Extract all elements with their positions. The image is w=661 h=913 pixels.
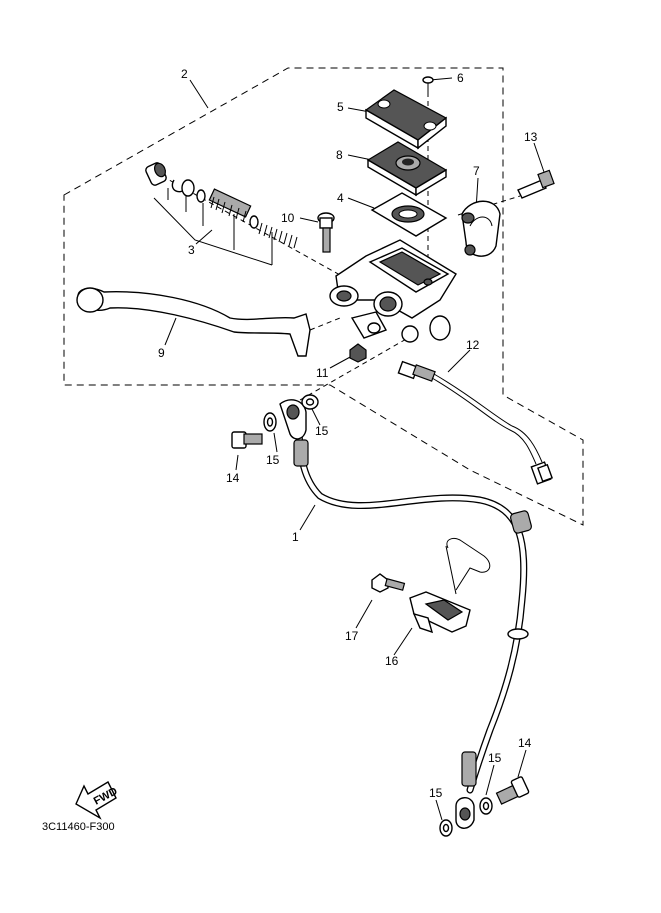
callout-12: 12	[466, 338, 480, 352]
callout-3: 3	[188, 243, 195, 257]
callout-15-d: 15	[429, 786, 443, 800]
callout-15-b: 15	[315, 424, 329, 438]
diaphragm-4	[370, 192, 448, 237]
callout-6: 6	[457, 71, 464, 85]
leader-lines	[153, 77, 545, 821]
brake-hose-inner	[295, 415, 526, 793]
callout-15-a: 15	[266, 453, 280, 467]
holder-7	[461, 200, 501, 257]
callout-5: 5	[337, 100, 344, 114]
callout-10: 10	[281, 211, 295, 225]
callout-2: 2	[181, 67, 188, 81]
pivot-bolt-10	[317, 212, 335, 253]
bolt-17	[371, 573, 406, 593]
diaphragm-plate-8	[366, 141, 448, 197]
callout-15-c: 15	[488, 751, 502, 765]
callout-labels: 1 2 3 4 5 6 7 8 9 10 11 12 13 14 14 15 1…	[158, 67, 538, 800]
screw-6	[422, 76, 434, 94]
callout-17: 17	[345, 629, 359, 643]
lever-ball-end	[76, 287, 104, 313]
fwd-arrow-icon: FWD	[75, 781, 120, 820]
brake-switch-12	[397, 360, 553, 485]
nut-11	[349, 343, 367, 363]
callout-14-bottom: 14	[518, 736, 532, 750]
callout-4: 4	[337, 191, 344, 205]
callout-7: 7	[473, 164, 480, 178]
callout-14-top: 14	[226, 471, 240, 485]
piston-kit-3	[145, 162, 298, 249]
union-bolt-14-bottom	[495, 776, 530, 805]
master-cylinder-body	[329, 239, 457, 343]
callout-11: 11	[316, 366, 329, 380]
callout-9: 9	[158, 346, 165, 360]
callout-1: 1	[292, 530, 299, 544]
assembly-outline	[63, 67, 584, 526]
callout-13: 13	[524, 130, 538, 144]
bolt-13	[517, 169, 555, 199]
washers-15	[263, 394, 493, 837]
callout-8: 8	[336, 148, 343, 162]
hose-guide-16	[409, 537, 491, 634]
union-bolt-14-top	[231, 431, 263, 449]
reservoir-cap-5	[364, 89, 448, 150]
callout-16: 16	[385, 654, 399, 668]
brake-lever-9	[77, 287, 311, 357]
diagram-code: 3C11460-F300	[42, 821, 115, 833]
hose-fittings	[279, 399, 532, 829]
